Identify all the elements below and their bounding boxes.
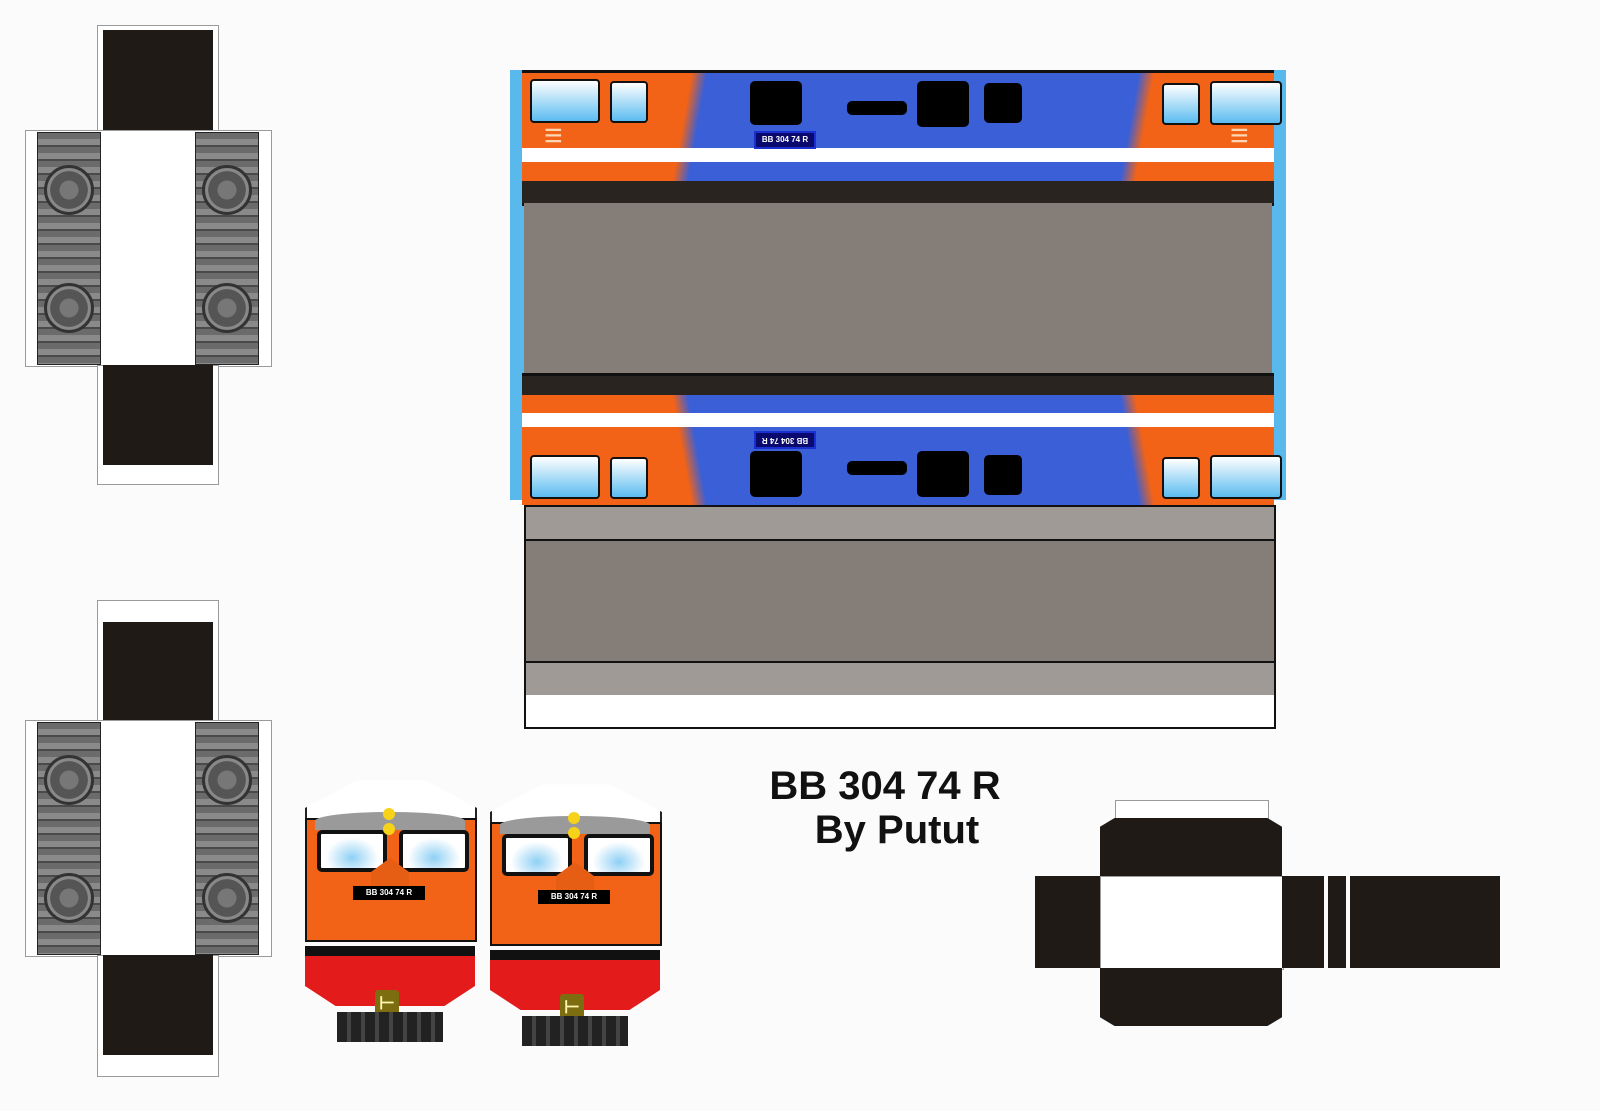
body-side-top: BB 304 74 R ≡ ≡ [522,70,1282,206]
cab-front-right: BB 304 74 R ⊢ [490,782,662,1052]
author-credit: By Putut [814,808,980,852]
fuel-tank-net [1035,800,1515,1040]
cab-front-left: BB 304 74 R ⊢ [305,778,477,1048]
underframe-panel [524,505,1276,729]
bogie-net-bottom-left [25,600,272,1080]
logo-icon: ≡ [1230,117,1249,153]
model-title: BB 304 74 R By Putut [740,764,1030,852]
glue-flap-right [1272,70,1286,500]
glue-flap-left [510,70,524,500]
bogie-side-left [37,132,101,365]
locomotive-body-net: BB 304 74 R ≡ ≡ BB 304 74 R [510,65,1300,730]
coupler-icon: ⊢ [560,994,584,1020]
bogie-side-right [195,132,259,365]
roof-panel [524,203,1272,373]
cab-number-plate: BB 304 74 R [353,886,425,900]
logo-icon: ≡ [544,117,563,153]
cab-number-plate: BB 304 74 R [538,890,610,904]
number-plate-side-bottom: BB 304 74 R [754,431,816,449]
number-plate-side-top: BB 304 74 R [754,131,816,149]
body-side-bottom: BB 304 74 R [522,373,1282,505]
coupler-icon: ⊢ [375,990,399,1016]
bogie-net-top-left [25,25,272,485]
model-number: BB 304 74 R [769,764,1001,808]
